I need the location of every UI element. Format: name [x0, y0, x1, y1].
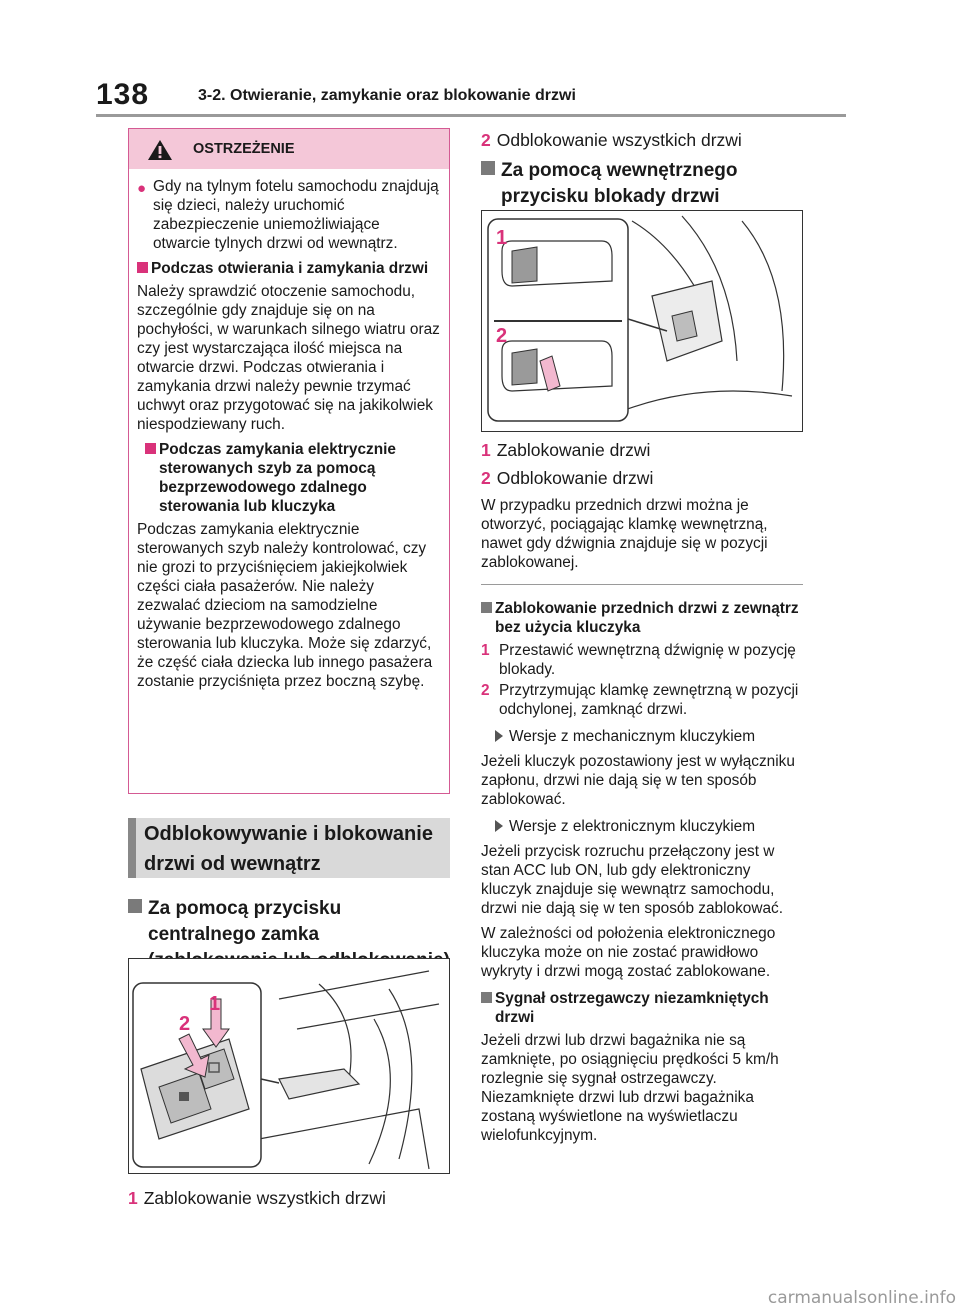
bullet-dot-icon: ●	[137, 180, 147, 197]
variant-electronic-text-2: W zależności od położenia elektroniczneg…	[481, 925, 776, 980]
figure-label-1: 1	[209, 993, 221, 1015]
warning-subheading: Podczas otwierania i zamykania drzwi	[137, 259, 441, 278]
warning-body: ● Gdy na tylnym fotelu samochodu znajduj…	[129, 169, 449, 691]
warning-header: OSTRZEŻENIE	[129, 129, 449, 169]
variant-mechanical-text: Jeżeli kluczyk pozostawiony jest w wyłąc…	[481, 753, 795, 808]
page-header: 138 3-2. Otwieranie, zamykanie oraz blok…	[96, 78, 836, 118]
banner-line2: drzwi od wewnątrz	[144, 853, 321, 875]
variant-electronic-text-1: Jeżeli przycisk rozruchu przełączony jes…	[481, 843, 783, 917]
alarm-text: Jeżeli drzwi lub drzwi bagażnika nie są …	[481, 1032, 779, 1144]
section-divider	[481, 584, 803, 585]
central-lock-illustration: 1 2	[128, 958, 450, 1174]
arrow-right-icon	[495, 730, 503, 742]
square-bullet-icon	[145, 443, 156, 454]
inner-button-note: W przypadku przednich drzwi można je otw…	[481, 497, 768, 571]
header-divider	[96, 114, 846, 117]
square-bullet-icon	[481, 602, 492, 613]
arrow-right-icon	[495, 820, 503, 832]
banner-line1: Odblokowywanie i blokowanie	[144, 823, 433, 845]
warning-subheading: Podczas zamykania elektrycznie sterowany…	[145, 440, 441, 516]
warning-box: OSTRZEŻENIE ● Gdy na tylnym fotelu samoc…	[128, 128, 450, 794]
variant-electronic: Wersje z elektronicznym kluczykiem	[481, 817, 803, 836]
warning-triangle-icon	[148, 140, 172, 160]
variant-mechanical: Wersje z mechanicznym kluczykiem	[481, 727, 803, 746]
warning-paragraph: Należy sprawdzić otoczenie samochodu, sz…	[137, 283, 440, 433]
alarm-heading: Sygnał ostrzegawczy niezamkniętych drzwi	[481, 989, 803, 1027]
square-bullet-icon	[128, 899, 142, 913]
page-number: 138	[96, 78, 150, 111]
footer-watermark: carmanualsonline.info	[767, 1288, 956, 1308]
right-body: W przypadku przednich drzwi można je otw…	[481, 496, 803, 1145]
figure-label-2: 2	[179, 1013, 191, 1035]
section-banner: Odblokowywanie i blokowanie drzwi od wew…	[128, 818, 450, 878]
square-bullet-icon	[481, 161, 495, 175]
front-lock-heading: Zablokowanie przednich drzwi z zewnątrz …	[481, 599, 803, 637]
warning-title: OSTRZEŻENIE	[193, 141, 295, 157]
inner-button-heading: Za pomocą wewnętrznego przycisku blokady…	[481, 158, 803, 210]
inner-button-illustration: 1 2	[481, 210, 803, 432]
figure-label-1: 1	[496, 227, 508, 249]
central-lock-drawing	[132, 970, 440, 1170]
warning-bullet: ● Gdy na tylnym fotelu samochodu znajduj…	[137, 178, 439, 252]
inner-button-drawing	[487, 215, 793, 422]
figure-label-2: 2	[496, 325, 508, 347]
square-bullet-icon	[137, 262, 148, 273]
warning-paragraph: Podczas zamykania elektrycznie sterowany…	[137, 521, 433, 690]
square-bullet-icon	[481, 992, 492, 1003]
section-title: 3-2. Otwieranie, zamykanie oraz blokowan…	[198, 87, 576, 104]
